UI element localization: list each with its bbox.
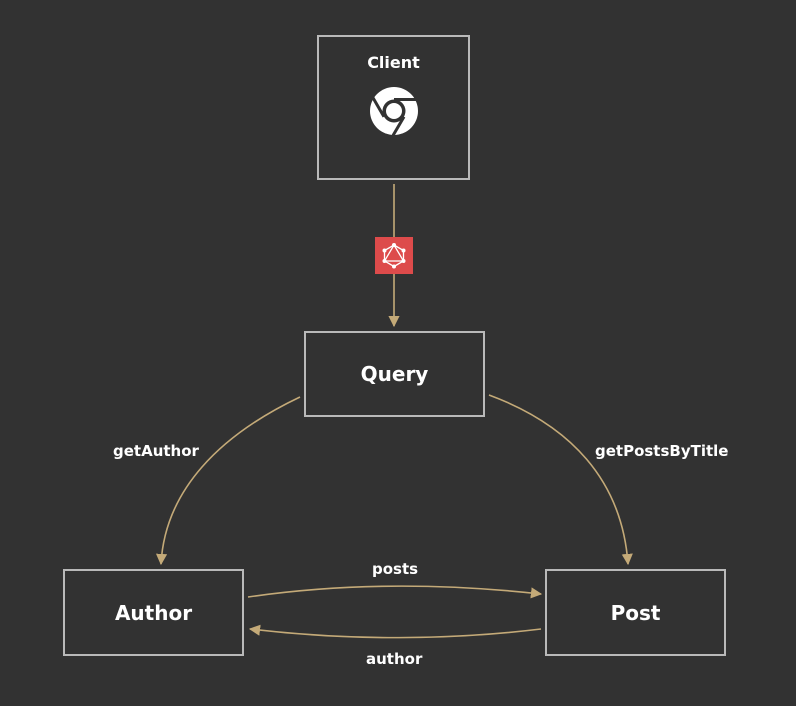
edge-label-author: author [366, 650, 423, 668]
edge-author-to-post [247, 585, 543, 599]
author-node: Author [63, 569, 244, 656]
graphql-icon [375, 237, 413, 274]
query-label: Query [360, 362, 429, 386]
edge-query-to-post [488, 394, 633, 566]
post-node: Post [545, 569, 726, 656]
edge-post-to-author [248, 624, 542, 639]
author-label: Author [114, 600, 193, 625]
client-node: Client [317, 35, 470, 180]
client-label: Client [367, 53, 420, 72]
query-node: Query [304, 331, 485, 417]
edge-label-getpostsbytitle: getPostsByTitle [595, 442, 729, 460]
post-label: Post [610, 600, 661, 625]
edge-query-to-author [155, 396, 301, 566]
chrome-icon [369, 86, 419, 140]
edge-label-posts: posts [372, 560, 419, 578]
edge-label-getauthor: getAuthor [113, 442, 199, 460]
